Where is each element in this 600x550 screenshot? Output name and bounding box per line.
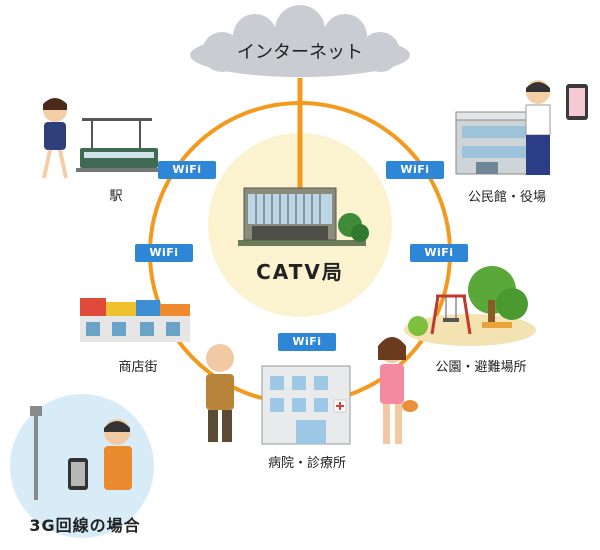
park-shelter-label: 公園・避難場所 [435, 360, 527, 375]
wifi-badge-hospital: WiFi [278, 333, 336, 351]
park-illustration [404, 266, 536, 346]
internet-label: インターネット [237, 42, 363, 63]
woman-illustration [378, 337, 418, 444]
catv-building-icon [238, 187, 369, 246]
wifi-badge-station: WiFi [158, 161, 216, 179]
three-g-label: 3G回線の場合 [29, 516, 141, 535]
internet-cloud-icon [190, 5, 410, 77]
catv-station-label: CATV局 [256, 260, 344, 284]
wifi-badge-park: WiFi [410, 244, 468, 262]
wifi-badge-shopping-street: WiFi [135, 244, 193, 262]
community-hall-label: 公民館・役場 [467, 190, 546, 205]
shopping-street-illustration [80, 298, 190, 342]
hospital-label: 病院・診療所 [267, 456, 346, 471]
shopping-street-label: 商店街 [118, 360, 158, 375]
station-illustration [42, 98, 162, 179]
elderly-man-illustration [206, 344, 234, 442]
wifi-badge-community-hall: WiFi [386, 161, 444, 179]
station-label: 駅 [109, 189, 123, 204]
community-hall-illustration [455, 80, 588, 175]
three-g-section [10, 394, 154, 538]
hospital-illustration [261, 365, 351, 445]
